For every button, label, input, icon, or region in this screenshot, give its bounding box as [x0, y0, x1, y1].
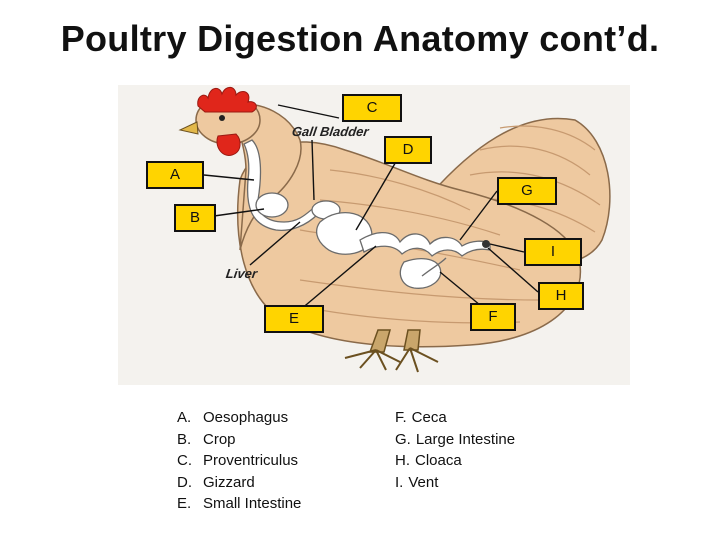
legend-item: H.Cloaca [395, 452, 462, 469]
legend-item: E.Small Intestine [177, 495, 302, 512]
legend-item: B.Crop [177, 430, 236, 448]
legend-left: A.Oesophagus B.Crop C.Proventriculus D.G… [177, 407, 301, 515]
callout-c: C [342, 94, 402, 122]
wattle [216, 133, 241, 156]
legend-item: D.Gizzard [177, 473, 255, 491]
legend-item: A.Oesophagus [177, 409, 289, 426]
callout-i: I [524, 238, 582, 266]
callout-h: H [538, 282, 584, 310]
comb [197, 86, 257, 113]
callout-e: E [264, 305, 324, 333]
ceca-shape [399, 257, 442, 289]
pointer-lines [203, 104, 539, 311]
legs [368, 329, 421, 353]
callout-g: G [497, 177, 557, 205]
legend-item: C.Proventriculus [177, 452, 299, 469]
beak [178, 121, 199, 135]
callout-d: D [384, 136, 432, 164]
legend-item: G.Large Intestine [395, 430, 516, 448]
feet [344, 347, 439, 373]
legend-item: I.Vent [395, 473, 439, 491]
callout-b: B [174, 204, 216, 232]
eye [219, 115, 225, 121]
callout-f: F [470, 303, 516, 331]
legend-item: F.Ceca [395, 409, 447, 426]
vent-dot [482, 240, 490, 248]
liver-label: Liver [224, 266, 259, 281]
slide-title: Poultry Digestion Anatomy cont’d. [60, 18, 660, 59]
callout-a: A [146, 161, 204, 189]
gall-bladder-label: Gall Bladder [290, 124, 370, 139]
legend-right: F.Ceca G.Large Intestine H.Cloaca I.Vent [395, 407, 515, 493]
crop-shape [255, 192, 289, 218]
gizzard-shape [315, 212, 373, 255]
